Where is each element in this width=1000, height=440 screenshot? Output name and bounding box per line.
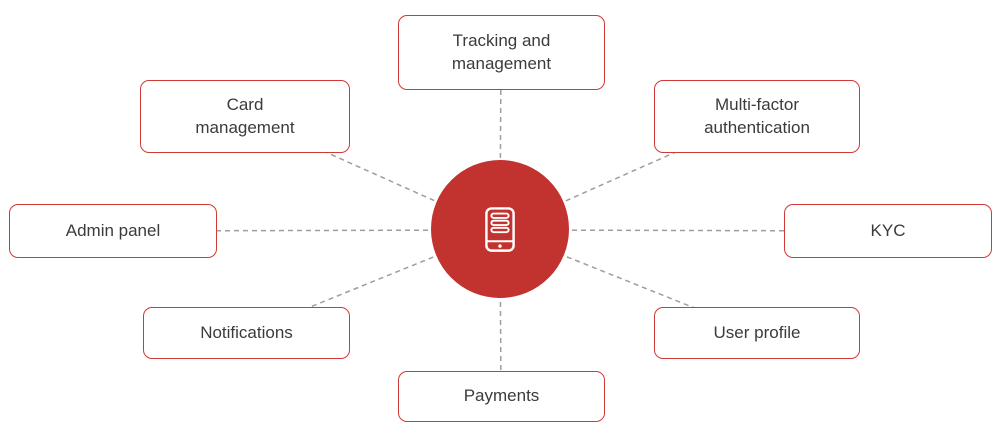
node-label: Payments bbox=[463, 386, 540, 406]
node-label: Multi-factor authentication bbox=[704, 94, 810, 137]
node-label: Card management bbox=[195, 94, 295, 137]
mobile-app-icon bbox=[485, 206, 515, 252]
node-label: Notifications bbox=[200, 322, 293, 342]
node-label: Admin panel bbox=[65, 220, 161, 240]
node-label: KYC bbox=[870, 220, 906, 240]
node-label: Tracking and management bbox=[451, 30, 552, 73]
node-payments: Payments bbox=[398, 371, 605, 422]
node-admin-panel: Admin panel bbox=[9, 204, 217, 258]
node-notifications: Notifications bbox=[143, 307, 350, 359]
node-multi-factor-authentication: Multi-factor authentication bbox=[654, 80, 860, 153]
node-user-profile: User profile bbox=[654, 307, 860, 359]
node-label: User profile bbox=[713, 322, 801, 342]
node-kyc: KYC bbox=[784, 204, 992, 258]
node-tracking-management: Tracking and management bbox=[398, 15, 605, 90]
app-hub-circle bbox=[431, 160, 569, 298]
node-card-management: Card management bbox=[140, 80, 350, 153]
